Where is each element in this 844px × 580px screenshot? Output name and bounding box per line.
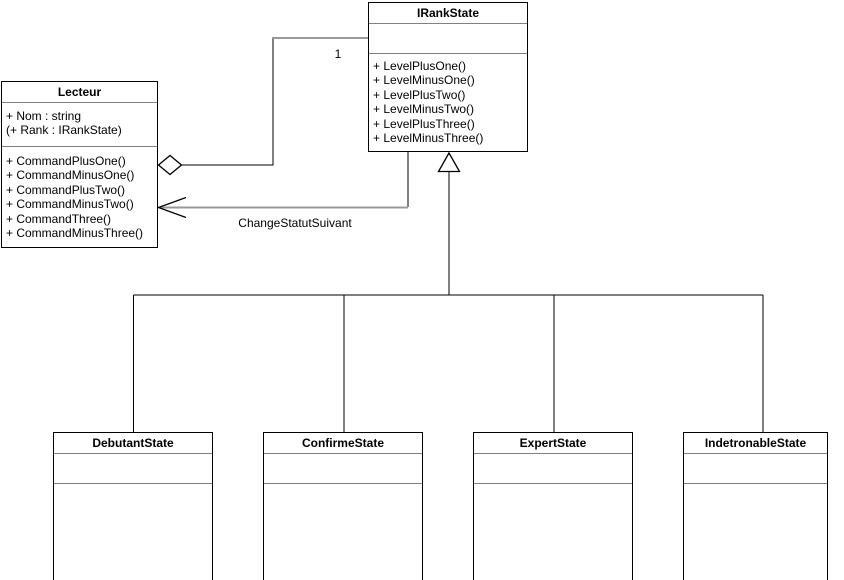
method-item: + CommandThree() (6, 211, 112, 226)
dependency-label: ChangeStatutSuivant (238, 216, 352, 230)
class-lecteur-title: Lecteur (2, 82, 157, 103)
class-confirmestate: ConfirmeState (263, 432, 423, 580)
method-item: + CommandMinusThree() (6, 226, 144, 241)
aggregation-diamond-icon (157, 154, 183, 176)
open-arrowhead-icon (156, 196, 187, 219)
method-item: + LevelMinusThree() (373, 131, 484, 146)
method-item: + CommandMinusOne() (6, 168, 135, 183)
class-expertstate-title: ExpertState (474, 433, 632, 454)
class-lecteur-methods: + CommandPlusOne() + CommandMinusOne() +… (2, 147, 157, 247)
class-confirmestate-methods (264, 484, 422, 580)
method-item: + LevelPlusTwo() (373, 87, 466, 102)
class-confirmestate-title: ConfirmeState (264, 433, 422, 454)
aggregation-multiplicity-label: 1 (334, 47, 342, 61)
class-lecteur-attributes: + Nom : string (+ Rank : IRankState) (2, 103, 157, 147)
class-debutantstate-title: DebutantState (54, 433, 212, 454)
class-irankstate: IRankState + LevelPlusOne() + LevelMinus… (368, 2, 528, 152)
class-irankstate-attributes (369, 24, 527, 54)
attribute-item: (+ Rank : IRankState) (6, 123, 122, 138)
class-indetronablestate-attributes (684, 454, 827, 484)
class-irankstate-title: IRankState (369, 3, 527, 24)
class-expertstate-attributes (474, 454, 632, 484)
class-debutantstate: DebutantState (53, 432, 213, 580)
aggregation-line (181, 38, 274, 166)
attribute-item: + Nom : string (6, 109, 82, 123)
method-item: + LevelPlusOne() (373, 59, 467, 73)
method-item: + CommandMinusTwo() (6, 197, 134, 212)
method-item: + LevelMinusOne() (373, 73, 475, 88)
method-item: + LevelMinusTwo() (373, 102, 475, 117)
class-expertstate-methods (474, 484, 632, 580)
class-confirmestate-attributes (264, 454, 422, 484)
class-lecteur: Lecteur + Nom : string (+ Rank : IRankSt… (1, 81, 158, 248)
method-item: + CommandPlusOne() (6, 154, 126, 168)
class-expertstate: ExpertState (473, 432, 633, 580)
method-item: + CommandPlusTwo() (6, 182, 126, 197)
class-debutantstate-attributes (54, 454, 212, 484)
triangle-outline-icon (437, 151, 461, 173)
class-debutantstate-methods (54, 484, 212, 580)
class-indetronablestate: IndetronableState (683, 432, 828, 580)
class-irankstate-methods: + LevelPlusOne() + LevelMinusOne() + Lev… (369, 54, 527, 151)
class-indetronablestate-methods (684, 484, 827, 580)
method-item: + LevelPlusThree() (373, 116, 475, 131)
class-indetronablestate-title: IndetronableState (684, 433, 827, 454)
